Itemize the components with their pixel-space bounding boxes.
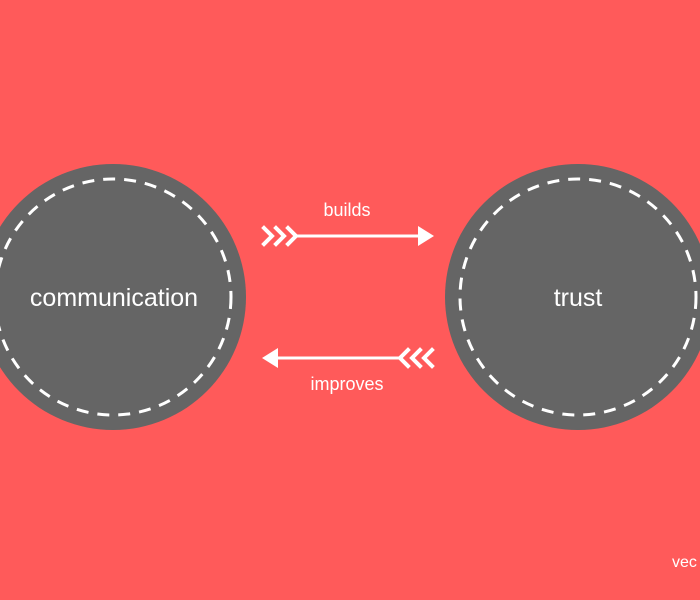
- edge-builds: builds: [261, 200, 434, 247]
- edge-builds-label: builds: [323, 200, 370, 220]
- node-trust: trust: [445, 164, 700, 430]
- edge-improves-label: improves: [310, 374, 383, 394]
- node-communication-dashed-ring: [0, 177, 233, 417]
- edge-improves: improves: [262, 347, 435, 394]
- node-trust-circle: [445, 164, 700, 430]
- node-communication-circle: [0, 164, 246, 430]
- node-trust-dashed-ring: [458, 177, 698, 417]
- arrow-head-right-icon: [418, 226, 434, 246]
- node-trust-label: trust: [554, 284, 603, 312]
- node-communication-label: communication: [30, 284, 198, 312]
- arrow-head-left-icon: [262, 348, 278, 368]
- node-communication: communication: [0, 164, 246, 430]
- watermark-text: vec: [672, 554, 697, 571]
- arrow-feather-icon: [261, 225, 299, 247]
- arrow-feather-icon: [397, 347, 435, 369]
